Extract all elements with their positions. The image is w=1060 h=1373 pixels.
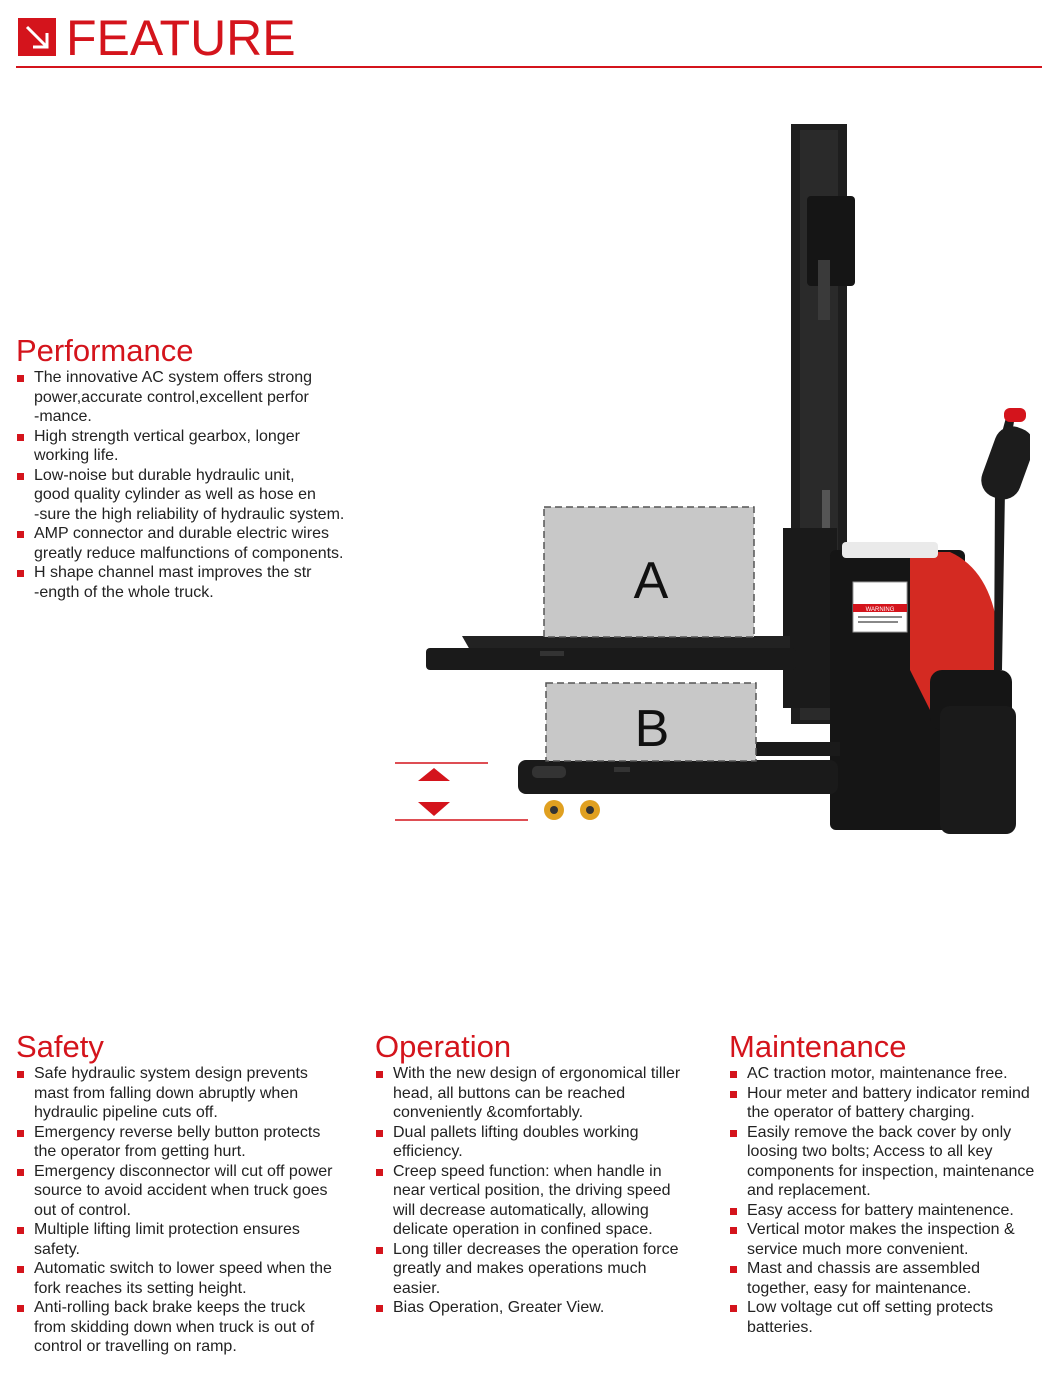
- list-item-text: Long tiller decreases the operation forc…: [393, 1240, 679, 1258]
- list-item-text: good quality cylinder as well as hose en: [34, 486, 316, 503]
- list-item-text: service much more convenient.: [747, 1240, 969, 1258]
- list-item-text: Creep speed function: when handle in: [393, 1162, 662, 1180]
- list-item-text: the operator from getting hurt.: [34, 1143, 246, 1160]
- list-item-text: H shape channel mast improves the str: [34, 564, 312, 581]
- stacker-illustration: WARNING A B: [390, 110, 1035, 850]
- list-item-text: Low-noise but durable hydraulic unit,: [34, 466, 295, 484]
- list-item-text: Safe hydraulic system design prevents: [34, 1065, 308, 1082]
- list-item-text: batteries.: [747, 1318, 813, 1336]
- list-item: Low-noise but durable hydraulic unit, goo…: [16, 466, 376, 525]
- list-item: Bias Operation, Greater View.: [375, 1298, 705, 1318]
- list-item-text: Hour meter and battery indicator remind: [747, 1084, 1030, 1102]
- pallet-box-b: B: [545, 682, 757, 762]
- list-item-text: AC traction motor, maintenance free.: [747, 1065, 1008, 1082]
- list-item: The innovative AC system offers strong po…: [16, 368, 376, 427]
- box-b-label: B: [635, 700, 670, 758]
- list-item-text: loosing two bolts; Access to all key: [747, 1143, 993, 1160]
- list-item: Anti-rolling back brake keeps the truck f…: [16, 1298, 356, 1357]
- feature-list: The innovative AC system offers strong po…: [16, 368, 376, 602]
- list-item: AMP connector and durable electric wires…: [16, 524, 376, 563]
- header-divider: [16, 66, 1042, 68]
- list-item: Emergency disconnector will cut off powe…: [16, 1162, 356, 1221]
- list-item-text: delicate operation in confined space.: [393, 1221, 653, 1238]
- list-item-text: -mance.: [34, 408, 92, 425]
- page-title: FEATURE: [66, 10, 296, 66]
- list-item: With the new design of ergonomical tille…: [375, 1064, 705, 1123]
- list-item-text: components for inspection, maintenance: [747, 1162, 1035, 1180]
- list-item: Vertical motor makes the inspection & ser…: [729, 1220, 1049, 1259]
- list-item-text: hydraulic pipeline cuts off.: [34, 1104, 218, 1121]
- list-item: Automatic switch to lower speed when the…: [16, 1259, 356, 1298]
- list-item-text: With the new design of ergonomical tille…: [393, 1065, 681, 1082]
- list-item-text: fork reaches its setting height.: [34, 1279, 247, 1297]
- list-item: AC traction motor, maintenance free.: [729, 1064, 1049, 1084]
- list-item-text: out of control.: [34, 1201, 131, 1219]
- list-item: Easily remove the back cover by only loos…: [729, 1123, 1049, 1201]
- list-item-text: Emergency disconnector will cut off powe…: [34, 1162, 333, 1180]
- list-item-text: working life.: [34, 447, 119, 464]
- list-item-text: Vertical motor makes the inspection &: [747, 1221, 1015, 1238]
- list-item-text: from skidding down when truck is out of: [34, 1318, 315, 1336]
- section-title: Maintenance: [729, 1029, 907, 1064]
- list-item: H shape channel mast improves the str -en…: [16, 563, 376, 602]
- list-item: Hour meter and battery indicator remind t…: [729, 1084, 1049, 1123]
- list-item-text: easier.: [393, 1279, 441, 1297]
- list-item-text: Emergency reverse belly button protects: [34, 1123, 321, 1141]
- list-item-text: efficiency.: [393, 1143, 463, 1160]
- list-item-text: source to avoid accident when truck goes: [34, 1182, 328, 1199]
- list-item: Creep speed function: when handle in near…: [375, 1162, 705, 1240]
- safety-section: Safety Safe hydraulic system design prev…: [16, 1030, 356, 1357]
- list-item-text: the operator of battery charging.: [747, 1104, 975, 1121]
- section-title: Performance: [16, 333, 194, 368]
- feature-list: Safe hydraulic system design prevents mas…: [16, 1064, 356, 1357]
- pallet-box-a: A: [543, 506, 755, 638]
- list-item-text: control or travelling on ramp.: [34, 1338, 237, 1355]
- performance-section: Performance The innovative AC system off…: [16, 334, 376, 602]
- list-item-text: near vertical position, the driving spee…: [393, 1182, 671, 1199]
- list-item-text: power,accurate control,excellent perfor: [34, 388, 309, 406]
- list-item-text: will decrease automatically, allowing: [393, 1201, 649, 1219]
- list-item-text: head, all buttons can be reached: [393, 1084, 626, 1102]
- maintenance-section: Maintenance AC traction motor, maintenan…: [729, 1030, 1049, 1337]
- list-item: Dual pallets lifting doubles working effi…: [375, 1123, 705, 1162]
- section-title: Operation: [375, 1029, 512, 1064]
- list-item: Safe hydraulic system design prevents mas…: [16, 1064, 356, 1123]
- list-item: Low voltage cut off setting protects batt…: [729, 1298, 1049, 1337]
- list-item-text: Bias Operation, Greater View.: [393, 1299, 605, 1316]
- list-item-text: and replacement.: [747, 1182, 871, 1199]
- list-item-text: mast from falling down abruptly when: [34, 1084, 299, 1102]
- feature-list: AC traction motor, maintenance free. Hour…: [729, 1064, 1049, 1337]
- list-item-text: Easily remove the back cover by only: [747, 1123, 1012, 1141]
- list-item: Easy access for battery maintenence.: [729, 1201, 1049, 1221]
- section-title: Safety: [16, 1029, 104, 1064]
- list-item-text: Anti-rolling back brake keeps the truck: [34, 1299, 306, 1316]
- list-item: Long tiller decreases the operation forc…: [375, 1240, 705, 1299]
- list-item-text: -ength of the whole truck.: [34, 583, 214, 601]
- list-item-text: -sure the high reliability of hydraulic …: [34, 505, 345, 523]
- arrow-down-right-icon: [18, 18, 56, 56]
- list-item-text: greatly and makes operations much: [393, 1260, 647, 1277]
- box-a-label: A: [634, 552, 669, 610]
- list-item-text: safety.: [34, 1240, 80, 1258]
- feature-list: With the new design of ergonomical tille…: [375, 1064, 705, 1318]
- list-item-text: Easy access for battery maintenence.: [747, 1201, 1014, 1219]
- list-item-text: Mast and chassis are assembled: [747, 1260, 980, 1277]
- list-item-text: Multiple lifting limit protection ensure…: [34, 1221, 300, 1238]
- list-item-text: Dual pallets lifting doubles working: [393, 1123, 639, 1141]
- list-item: Mast and chassis are assembled together, …: [729, 1259, 1049, 1298]
- warning-label: WARNING: [866, 607, 895, 613]
- list-item: Emergency reverse belly button protects t…: [16, 1123, 356, 1162]
- list-item-text: Automatic switch to lower speed when the: [34, 1260, 332, 1277]
- list-item-text: AMP connector and durable electric wires: [34, 525, 329, 542]
- list-item-text: The innovative AC system offers strong: [34, 369, 313, 386]
- lift-height-arrows-icon: [395, 762, 528, 821]
- list-item-text: greatly reduce malfunctions of component…: [34, 544, 344, 562]
- list-item-text: Low voltage cut off setting protects: [747, 1299, 994, 1316]
- list-item: High strength vertical gearbox, longer wo…: [16, 427, 376, 466]
- list-item-text: together, easy for maintenance.: [747, 1279, 972, 1297]
- list-item: Multiple lifting limit protection ensure…: [16, 1220, 356, 1259]
- list-item-text: conveniently &comfortably.: [393, 1104, 584, 1121]
- list-item-text: High strength vertical gearbox, longer: [34, 427, 300, 445]
- operation-section: Operation With the new design of ergonom…: [375, 1030, 705, 1318]
